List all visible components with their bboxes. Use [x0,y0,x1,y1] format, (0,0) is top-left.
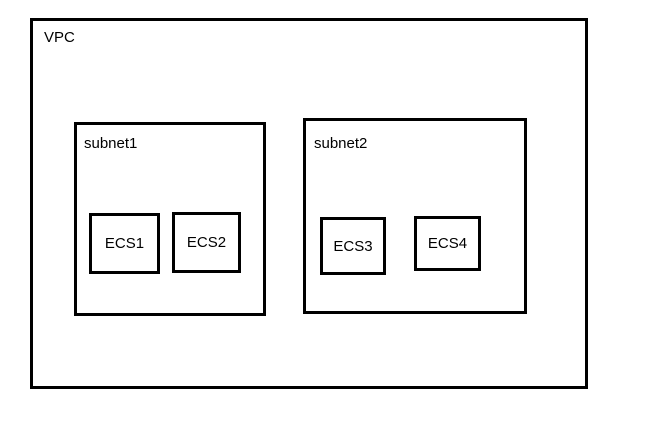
ecs-instance-label-4: ECS4 [427,235,468,252]
ecs-instance-label-3: ECS3 [333,237,373,255]
vpc-container [30,18,588,389]
ecs-instance-3: ECS3 [320,217,386,275]
ecs-instance-label-1: ECS1 [104,235,145,252]
ecs-instance-label-2: ECS2 [186,234,227,251]
subnet-container-2 [303,118,527,314]
ecs-instance-1: ECS1 [89,213,160,274]
subnet-label-2: subnet2 [314,135,368,152]
subnet-label-1: subnet1 [84,135,138,152]
vpc-label: VPC [44,29,75,46]
ecs-instance-2: ECS2 [172,212,241,273]
subnet-container-1 [74,122,266,316]
ecs-instance-4: ECS4 [414,216,481,271]
